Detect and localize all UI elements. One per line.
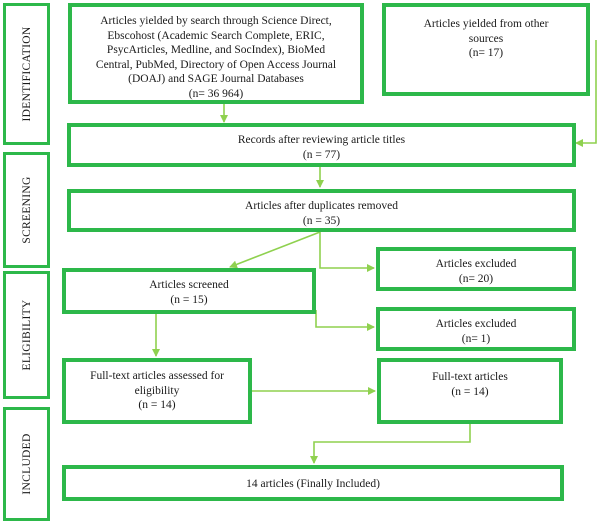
- box-fulltext: Full-text articles (n = 14): [377, 358, 563, 424]
- fulltext-assessed-line-3: (n = 14): [138, 399, 176, 411]
- box-duplicates-removed: Articles after duplicates removed (n = 3…: [67, 189, 576, 232]
- titles-reviewed-line-1: Records after reviewing article titles: [237, 134, 406, 146]
- box-titles-reviewed: Records after reviewing article titles (…: [67, 123, 576, 167]
- box-fulltext-assessed: Full-text articles assessed for eligibil…: [62, 358, 252, 424]
- excluded-2-line-1: Articles excluded: [435, 318, 517, 330]
- box-excluded-1: Articles excluded (n= 20): [376, 247, 576, 291]
- database-search-line-4: Central, PubMed, Directory of Open Acces…: [95, 58, 337, 71]
- stage-eligibility: ELIGIBILITY: [3, 271, 50, 399]
- stage-included: INCLUDED: [3, 407, 50, 521]
- box-other-sources: Articles yielded from other sources (n= …: [382, 3, 590, 96]
- arrow-fulltext-to-final: [310, 424, 471, 464]
- arrow-other-to-titles: [575, 40, 597, 147]
- other-sources-line-2: sources: [468, 32, 504, 45]
- screened-line-2: (n = 15): [170, 293, 208, 306]
- other-sources-line-1: Articles yielded from other: [423, 18, 549, 30]
- database-search-line-5: (DOAJ) and SAGE Journal Databases: [128, 73, 304, 85]
- stage-identification: IDENTIFICATION: [3, 3, 50, 145]
- box-final-included: 14 articles (Finally Included): [62, 465, 564, 501]
- database-search-line-3: PsycArticles, Medline, and SocIndex), Bi…: [106, 44, 326, 56]
- duplicates-removed-line-1: Articles after duplicates removed: [245, 200, 398, 212]
- final-included-line-1: 14 articles (Finally Included): [246, 478, 380, 490]
- fulltext-line-1: Full-text articles: [432, 371, 508, 383]
- excluded-2-line-2: (n= 1): [461, 332, 491, 345]
- excluded-1-line-1: Articles excluded: [435, 258, 517, 270]
- excluded-1-line-2: (n= 20): [458, 272, 494, 285]
- screened-line-1: Articles screened: [149, 279, 229, 291]
- duplicates-removed-line-2: (n = 35): [302, 214, 341, 227]
- fulltext-assessed-line-2: eligibility: [134, 384, 180, 397]
- box-screened: Articles screened (n = 15): [62, 268, 316, 314]
- arrow-duplicates-to-screened: [229, 231, 321, 269]
- other-sources-line-3: (n= 17): [468, 47, 504, 59]
- database-search-line-2: Ebscohost (Academic Search Complete, ERI…: [107, 29, 325, 42]
- database-search-line-6: (n= 36 964): [188, 87, 244, 100]
- box-excluded-2: Articles excluded (n= 1): [376, 307, 576, 351]
- database-search-line-1: Articles yielded by search through Scien…: [100, 15, 332, 27]
- stage-screening: SCREENING: [3, 152, 50, 268]
- fulltext-assessed-line-1: Full-text articles assessed for: [90, 370, 224, 382]
- titles-reviewed-line-2: (n = 77): [302, 148, 341, 161]
- arrow-screened-to-excluded2: [315, 310, 375, 331]
- arrow-duplicates-to-excluded1: [319, 232, 375, 272]
- fulltext-line-2: (n = 14): [451, 385, 489, 398]
- box-database-search: Articles yielded by search through Scien…: [68, 3, 364, 104]
